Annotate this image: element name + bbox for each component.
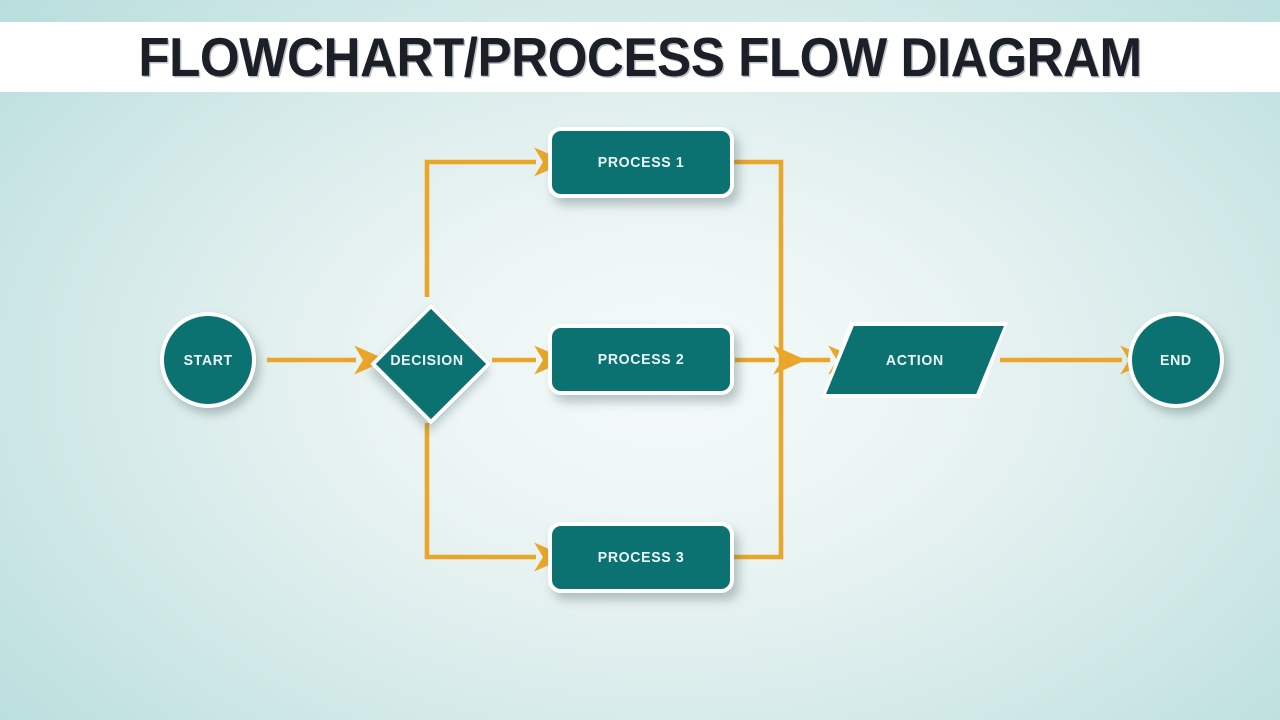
header-band — [0, 22, 1280, 92]
node-action-label: ACTION — [885, 351, 944, 369]
node-action[interactable]: ACTION — [822, 322, 1008, 398]
page-title: FLOWCHART/PROCESS FLOW DIAGRAM — [138, 25, 1142, 88]
node-process-1[interactable]: PROCESS 1 — [548, 127, 734, 198]
edge-process1-rail — [733, 159, 784, 360]
node-start[interactable]: START — [160, 312, 256, 408]
node-process-3-label: PROCESS 3 — [597, 549, 685, 566]
edge-process3-rail — [733, 360, 784, 560]
node-process-1-label: PROCESS 1 — [597, 154, 685, 171]
node-end[interactable]: END — [1128, 312, 1224, 408]
node-process-2[interactable]: PROCESS 2 — [548, 324, 734, 395]
node-start-label: START — [183, 351, 233, 369]
node-decision-label: DECISION — [390, 351, 464, 369]
node-process-3[interactable]: PROCESS 3 — [548, 522, 734, 593]
edge-decision-process3 — [424, 423, 568, 572]
edge-decision-process1 — [424, 147, 568, 297]
node-decision[interactable]: DECISION — [370, 303, 492, 425]
node-process-2-label: PROCESS 2 — [597, 351, 685, 368]
node-end-label: END — [1160, 351, 1192, 369]
